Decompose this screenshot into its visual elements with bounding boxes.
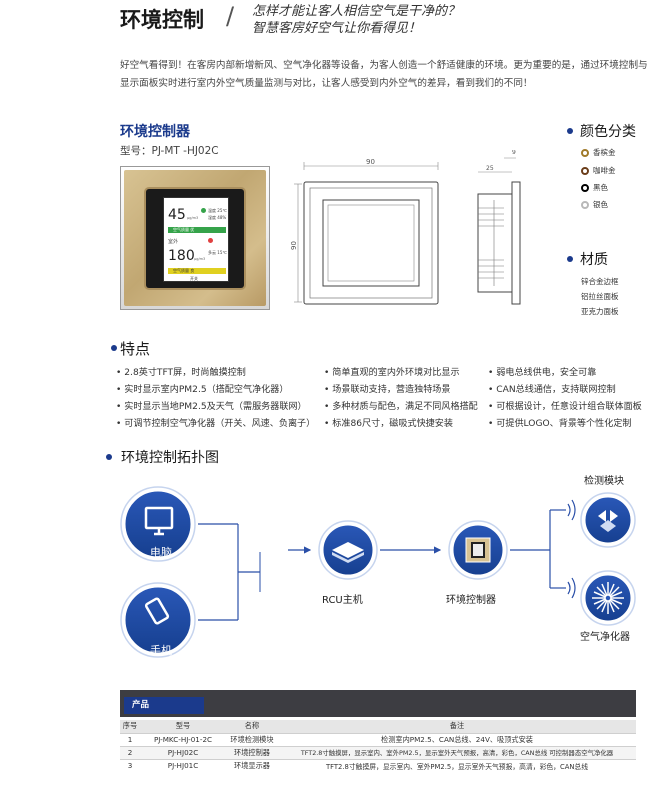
material-item: 铝拉丝面板	[581, 292, 619, 301]
material-item: 亚克力面板	[581, 307, 619, 316]
color-swatch-icon	[581, 166, 589, 175]
sensor-label: 检测模块	[584, 474, 624, 487]
cell: 检测室内PM2.5、CAN总线、24V、吸顶式安装	[278, 732, 636, 746]
phone-icon	[144, 597, 170, 625]
color-label: 黑色	[593, 183, 608, 192]
feature-item: • 可根据设计，任意设计组合联体面板	[488, 402, 642, 412]
header-cell: 备注	[278, 720, 636, 733]
cell: PJ-MKC-HJ-01-2C	[140, 732, 226, 746]
cell: 环境检测模块	[226, 732, 278, 746]
intro-paragraph: 好空气看得到！在客房内部新增新风、空气净化器等设备，为客人创造一个舒适健康的环境…	[120, 60, 648, 89]
features-title: 特点	[120, 340, 151, 358]
page-title: 环境控制	[120, 7, 204, 32]
screen-humidity: 湿度 48%	[208, 215, 227, 220]
controller-label: 环境控制器	[446, 593, 496, 606]
fan-icon	[592, 582, 624, 614]
screen-unit: μg/m3	[187, 216, 199, 220]
table-row: 2 PJ-HJ02C 环境控制器 TFT2.8寸触摸屏，显示室内、室外PM2.5…	[120, 745, 636, 759]
product-title: 环境控制器	[120, 124, 190, 140]
monitor-icon	[144, 506, 174, 536]
screen-level-good: 空气质量 优	[168, 227, 226, 233]
table-row: 1 PJ-MKC-HJ-01-2C 环境检测模块 检测室内PM2.5、CAN总线…	[120, 732, 636, 746]
pc-label: 电脑	[150, 546, 172, 559]
table-row: 3 PJ-HJ01C 环境显示器 TFT2.8寸触摸屏，显示室内、室外PM2.5…	[120, 758, 636, 772]
sensor-icon	[598, 510, 618, 532]
cell: TFT2.8寸触摸屏，显示室内、室外PM2.5，显示室外天气预报，高清，彩色，C…	[278, 745, 636, 759]
screen-weather: 多云 15℃	[208, 250, 227, 255]
pc-node	[122, 488, 194, 560]
cell: PJ-HJ02C	[140, 745, 226, 759]
table-tag: 产品	[124, 697, 204, 714]
material-item: 锌合金边框	[581, 277, 619, 286]
dimension-drawing: 90 90 25 9	[290, 150, 521, 305]
topology-title: 环境控制拓扑图	[121, 450, 219, 466]
cell: 2	[120, 745, 140, 759]
purifier-label: 空气净化器	[580, 630, 630, 643]
cell: 环境控制器	[226, 745, 278, 759]
screen-outdoor-label: 室外	[168, 239, 179, 245]
bullet-icon	[111, 345, 117, 351]
cell: TFT2.8寸触摸屏，显示室内、室外PM2.5，显示室外天气预报，高清，彩色，C…	[278, 758, 636, 772]
screen-unit-2: μg/m3	[194, 257, 206, 261]
device-screen: 45 μg/m3 温度 25℃ 湿度 48% 空气质量 优 室外 180 μg/…	[163, 197, 229, 282]
screen-level-bad: 空气质量 良	[168, 268, 226, 274]
cell: 3	[120, 758, 140, 772]
rcu-label: RCU主机	[322, 593, 363, 606]
bullet-icon	[567, 256, 573, 262]
spec-table: 序号 型号 名称 备注 1 PJ-MKC-HJ-01-2C 环境检测模块 检测室…	[120, 720, 636, 772]
color-option-coffee: 咖啡金	[581, 165, 616, 176]
dim-depth-label: 25	[486, 165, 494, 172]
topology-diagram: 电脑 手机 RCU主机 环境控制器	[120, 474, 636, 658]
status-dot-bad	[208, 238, 213, 243]
title-separator: /	[226, 2, 235, 30]
screen-temp: 温度 25℃	[208, 208, 227, 213]
table-header-bar	[120, 690, 636, 717]
bullet-icon	[567, 128, 573, 134]
material-section-title: 材质	[580, 252, 608, 268]
feature-item: • 可调节控制空气净化器（开关、风速、负离子）	[116, 419, 316, 429]
header-cell: 序号	[120, 720, 140, 733]
phone-label: 手机	[150, 643, 172, 657]
screen-pm-outdoor: 180	[168, 248, 195, 264]
dim-height-label: 90	[290, 241, 298, 250]
screen-pm-indoor: 45	[168, 207, 186, 223]
panel-icon	[465, 537, 491, 563]
slogan-line-2: 智慧客房好空气让你看得见！	[252, 21, 422, 36]
feature-item: • CAN总线通信，支持联网控制	[488, 385, 616, 395]
table-header-row: 序号 型号 名称 备注	[120, 720, 636, 733]
feature-item: • 多种材质与配色，满足不同风格搭配	[324, 402, 478, 412]
feature-item: • 标准86尺寸，磁吸式快捷安装	[324, 419, 453, 429]
feature-item: • 2.8英寸TFT屏，时尚触摸控制	[116, 368, 246, 378]
feature-item: • 实时显示室内PM2.5（搭配空气净化器）	[116, 385, 289, 395]
status-dot-good	[201, 208, 206, 213]
screen-power-button: 开关	[190, 276, 198, 281]
color-option-silver: 银色	[581, 199, 608, 210]
cell: 环境显示器	[226, 758, 278, 772]
router-icon	[332, 542, 364, 563]
feature-item: • 弱电总线供电，安全可靠	[488, 368, 597, 378]
phone-node	[122, 584, 194, 656]
color-swatch-icon	[581, 200, 589, 209]
color-option-black: 黑色	[581, 182, 608, 193]
slogan-line-1: 怎样才能让客人相信空气是干净的？	[252, 4, 461, 19]
header-cell: 型号	[140, 720, 226, 733]
color-label: 香槟金	[593, 148, 616, 157]
color-label: 咖啡金	[593, 166, 616, 175]
bullet-icon	[106, 454, 112, 460]
color-section-title: 颜色分类	[580, 124, 636, 140]
header-cell: 名称	[226, 720, 278, 733]
color-swatch-icon	[581, 148, 589, 157]
feature-item: • 可提供LOGO、背景等个性化定制	[488, 419, 632, 429]
color-option-champagne: 香槟金	[581, 147, 616, 158]
feature-item: • 实时显示当地PM2.5及天气（需服务器联网）	[116, 402, 307, 412]
product-model: 型号：PJ-MT -HJ02C	[120, 145, 219, 157]
feature-item: • 简单直观的室内外环境对比显示	[324, 368, 460, 378]
feature-item: • 场景联动支持，营造独特场景	[324, 385, 451, 395]
dim-flange-label: 9	[512, 150, 516, 156]
cell: 1	[120, 732, 140, 746]
cell: PJ-HJ01C	[140, 758, 226, 772]
color-swatch-icon	[581, 183, 589, 192]
color-label: 银色	[593, 200, 608, 209]
dim-width-label: 90	[366, 158, 375, 166]
